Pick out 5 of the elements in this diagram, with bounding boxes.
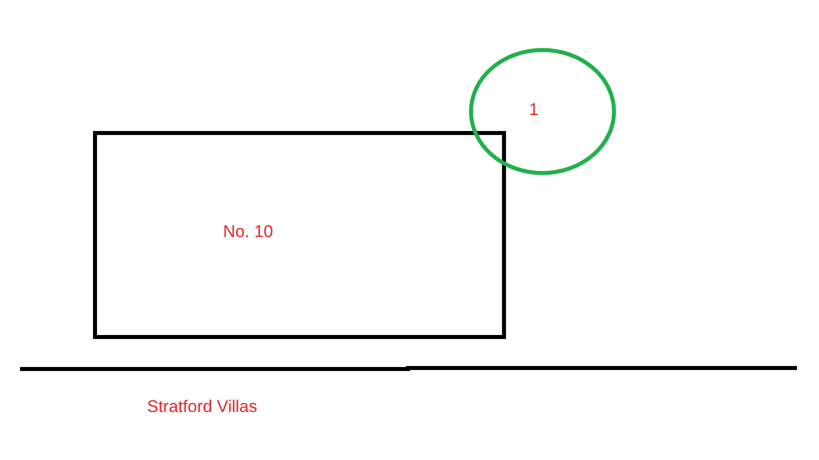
marker-ellipse: [469, 48, 616, 175]
house-label: No. 10: [223, 223, 274, 240]
marker-number: 1: [529, 101, 538, 118]
street-name: Stratford Villas: [147, 398, 258, 415]
house-outline: [93, 131, 506, 339]
